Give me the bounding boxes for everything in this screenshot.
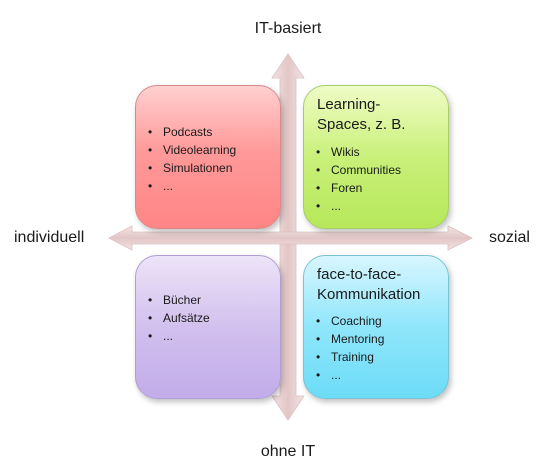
quadrant-bottom-right: face-to-face- Kommunikation Coaching Men… <box>303 255 449 399</box>
list-item: ... <box>304 197 444 215</box>
list-item: Foren <box>304 179 444 197</box>
list-item: ... <box>136 177 276 195</box>
quadrant-title-line: Kommunikation <box>317 286 421 303</box>
quadrant-top-right-list: Wikis Communities Foren ... <box>304 143 444 215</box>
list-item: Aufsätze <box>136 309 276 327</box>
list-item: Communities <box>304 161 444 179</box>
horizontal-axis-arrow <box>108 225 473 251</box>
quadrant-title-line: face-to-face- <box>317 266 402 283</box>
list-item: Wikis <box>304 143 444 161</box>
axis-label-top: IT-basiert <box>254 20 322 37</box>
quadrant-top-left-list: Podcasts Videolearning Simulationen ... <box>136 123 276 195</box>
axis-label-left: individuell <box>14 229 85 246</box>
list-item: ... <box>136 327 276 345</box>
quadrant-title-line: Learning- <box>317 96 381 113</box>
list-item: Training <box>304 348 444 366</box>
quadrant-top-right-title: Learning- Spaces, z. B. <box>317 95 442 135</box>
quadrant-top-left: Podcasts Videolearning Simulationen ... <box>135 85 281 229</box>
list-item: Videolearning <box>136 141 276 159</box>
quadrant-bottom-right-title: face-to-face- Kommunikation <box>317 265 442 305</box>
quadrant-bottom-left-list: Bücher Aufsätze ... <box>136 291 276 345</box>
list-item: ... <box>304 366 444 384</box>
list-item: Podcasts <box>136 123 276 141</box>
quadrant-title-line: Spaces, z. B. <box>317 116 406 133</box>
quadrant-bottom-left: Bücher Aufsätze ... <box>135 255 281 399</box>
list-item: Bücher <box>136 291 276 309</box>
axis-label-right: sozial <box>489 229 530 246</box>
quadrant-bottom-right-list: Coaching Mentoring Training ... <box>304 312 444 384</box>
quadrant-top-right: Learning- Spaces, z. B. Wikis Communitie… <box>303 85 449 229</box>
list-item: Simulationen <box>136 159 276 177</box>
list-item: Mentoring <box>304 330 444 348</box>
list-item: Coaching <box>304 312 444 330</box>
axis-label-bottom: ohne IT <box>260 443 316 460</box>
